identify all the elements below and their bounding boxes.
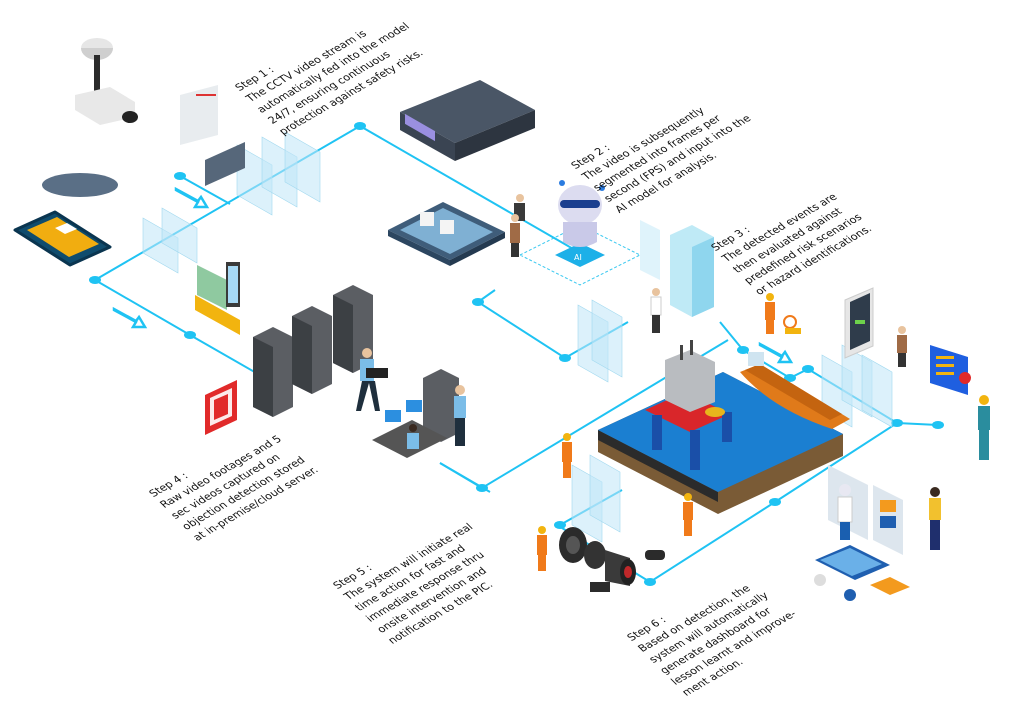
tanker-ship-icon bbox=[740, 352, 850, 429]
connection-nodes bbox=[89, 122, 944, 586]
building-dashboard-icon bbox=[640, 220, 714, 333]
cctv-camera-icon bbox=[42, 38, 138, 197]
workers-icon bbox=[510, 194, 525, 257]
smartphone-icon bbox=[13, 210, 112, 267]
arrow-icon bbox=[112, 186, 794, 364]
tablet-alert-icon bbox=[844, 287, 990, 460]
field-workers-icon bbox=[537, 293, 801, 571]
server-racks-icon bbox=[253, 285, 459, 442]
chip-label: AI bbox=[574, 253, 582, 262]
siren-speaker-icon bbox=[559, 527, 665, 592]
dashboard-analytics-icon bbox=[814, 465, 941, 601]
processor-board-icon bbox=[388, 202, 505, 266]
alert-sign-icon bbox=[205, 380, 237, 435]
sensor-device-icon bbox=[180, 85, 245, 186]
ai-robot-icon: AI bbox=[518, 180, 642, 286]
technicians-icon bbox=[356, 348, 466, 458]
offshore-platform-icon bbox=[598, 340, 843, 514]
video-recorder-icon bbox=[400, 80, 535, 161]
media-folder-icon bbox=[195, 262, 240, 335]
